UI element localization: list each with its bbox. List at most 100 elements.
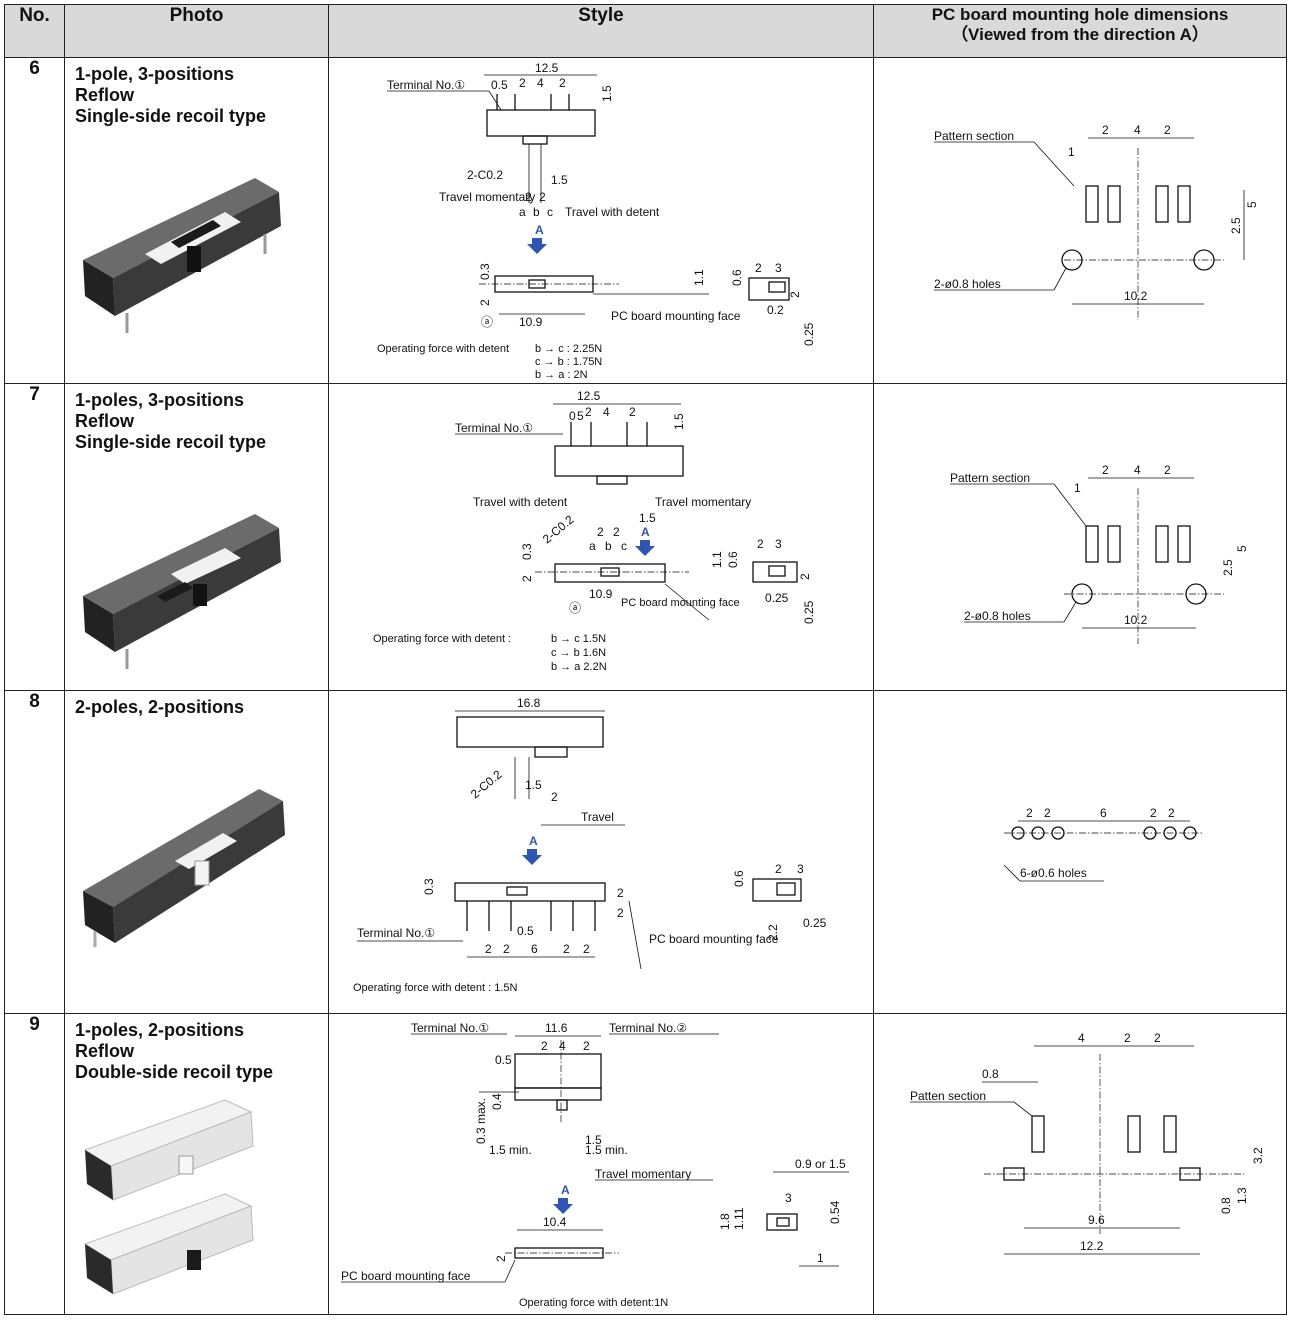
style-cell: 16.8 2-C0.2 1.5 2 Travel A 0.3 (328, 690, 874, 1014)
dim-label: 2 (775, 862, 782, 876)
table-row: 9 1-poles, 2-positions Reflow Double-sid… (4, 1013, 1287, 1315)
direction-arrow-icon (553, 1198, 573, 1214)
dim-label: 1.8 (718, 1213, 732, 1230)
dim-label: 0 (569, 409, 576, 423)
style-drawing: 12.5 Terminal No.① 0.5 2 4 2 1.5 2-C0.2 … (377, 61, 816, 381)
rows.3.style.max_label: 0.3 max. (474, 1098, 488, 1144)
dim-label: 2 (1026, 806, 1033, 820)
dim-label: 0.5 (495, 1053, 512, 1067)
switch-photo (83, 514, 281, 669)
terminal-label: Terminal No.① (455, 421, 533, 435)
title-line: Reflow (75, 411, 135, 431)
dim-label: 2 (485, 942, 492, 956)
dim-label: 1 (1068, 145, 1075, 159)
dim-label: 1.3 (1235, 1187, 1249, 1204)
dim-label: 2 (1168, 806, 1175, 820)
holes-label: 6-ø0.6 holes (1020, 866, 1087, 880)
dim-label: 1.5 (639, 511, 656, 525)
op-force-label: Operating force with detent : 1.5N (353, 982, 518, 994)
dim-label: 5 (577, 409, 584, 423)
photo-cell: 1-poles, 2-positions Reflow Double-side … (64, 1013, 329, 1315)
header-photo: Photo (64, 4, 329, 58)
photo-cell: 2-poles, 2-positions (64, 690, 329, 1014)
dim-label: 2-C0.2 (540, 512, 577, 546)
row-number: 7 (4, 383, 65, 691)
dim-label: 0.25 (765, 591, 789, 605)
dim-label: 2 (559, 76, 566, 90)
product-title: 1-poles, 3-positions Reflow Single-side … (65, 384, 328, 453)
dim-label: 2 (519, 76, 526, 90)
header-pcb: PC board mounting hole dimensions （Viewe… (873, 4, 1287, 58)
dim-label: 0.6 (732, 870, 746, 887)
dim-label: 3 (797, 862, 804, 876)
product-title: 1-poles, 2-positions Reflow Double-side … (65, 1014, 328, 1083)
dim-label: 1.5 (525, 778, 542, 792)
dim-label: 0.25 (803, 916, 827, 930)
dim-label: 0.5 (517, 924, 534, 938)
dim-label: 10.9 (589, 587, 613, 601)
direction-mark: A (529, 834, 538, 848)
photo-cell: 1-poles, 3-positions Reflow Single-side … (64, 383, 329, 691)
dim-label: 6 (531, 942, 538, 956)
photo-cell: 1-pole, 3-positions Reflow Single-side r… (64, 57, 329, 384)
table-row: 7 1-poles, 3-positions Reflow Single-sid… (4, 383, 1287, 691)
dim-label: 1.1 (692, 269, 706, 286)
dim-label: 3 (775, 261, 782, 275)
dim-label: 1 (1074, 481, 1081, 495)
row-number: 6 (4, 57, 65, 384)
table-row: 8 2-poles, 2-positions 16.8 (4, 690, 1287, 1014)
dim-label: 10.2 (1124, 613, 1148, 627)
switch-photo (83, 789, 285, 947)
dim-label: 2 (1102, 123, 1109, 137)
row-number: 8 (4, 690, 65, 1014)
header-pcb-line1: PC board mounting hole dimensions (931, 5, 1229, 24)
dim-label: 2 (563, 942, 570, 956)
travel-momentary-label: Travel momentary (595, 1167, 691, 1181)
dim-label: 6 (1100, 806, 1107, 820)
dim-label: 2 (478, 299, 492, 306)
dim-label: 2 (585, 405, 592, 419)
travel-momentary-label: Travel momentary (655, 495, 751, 509)
switch-photo (83, 1099, 254, 1295)
dim-label: 2 (597, 525, 604, 539)
dim-label: 4 (537, 76, 544, 90)
op-force-label: Operating force with detent:1N (519, 1297, 668, 1309)
pcb-face-label: PC board mounting face (341, 1269, 471, 1283)
dim-label: 16.8 (517, 696, 541, 710)
dim-label: 2-C0.2 (467, 168, 503, 182)
dim-label: 0.25 (802, 600, 816, 624)
op-force-heading: Operating force with detent : (373, 633, 511, 645)
dim-label: 2 (798, 573, 812, 580)
dim-label: 2 (755, 261, 762, 275)
dim-label: 4 (1134, 463, 1141, 477)
dim-label: 2 (1154, 1031, 1161, 1045)
dim-label: 4 (1078, 1031, 1085, 1045)
min-label-left: 1.5 min. (489, 1143, 532, 1157)
dim-label: 2 (1164, 463, 1171, 477)
title-line: 2-poles, 2-positions (75, 697, 245, 717)
row-number: 9 (4, 1013, 65, 1315)
dim-label: 2 (551, 790, 558, 804)
terminal-label: Terminal No.① (357, 926, 435, 940)
or-label: 0.9 or 1.5 (795, 1157, 846, 1171)
dim-label: 10.2 (1124, 289, 1148, 303)
direction-mark: A (641, 525, 650, 539)
dim-label: 12.5 (577, 389, 601, 403)
header-no: No. (4, 4, 65, 58)
dim-label: c (547, 205, 553, 219)
travel-detent-label: Travel with detent (565, 205, 660, 219)
title-line: Double-side recoil type (75, 1062, 274, 1082)
title-line: 1-poles, 2-positions (75, 1020, 245, 1040)
title-line: Single-side recoil type (75, 106, 267, 126)
op-force-line: c → b 1.6N (551, 647, 606, 659)
title-line: 1-poles, 3-positions (75, 390, 245, 410)
dim-label: 2 (788, 291, 802, 298)
dim-label: b (533, 205, 540, 219)
op-force-line: b → c 1.5N (551, 633, 606, 645)
terminal1-label: Terminal No.① (411, 1021, 489, 1035)
dim-label: a (519, 205, 526, 219)
